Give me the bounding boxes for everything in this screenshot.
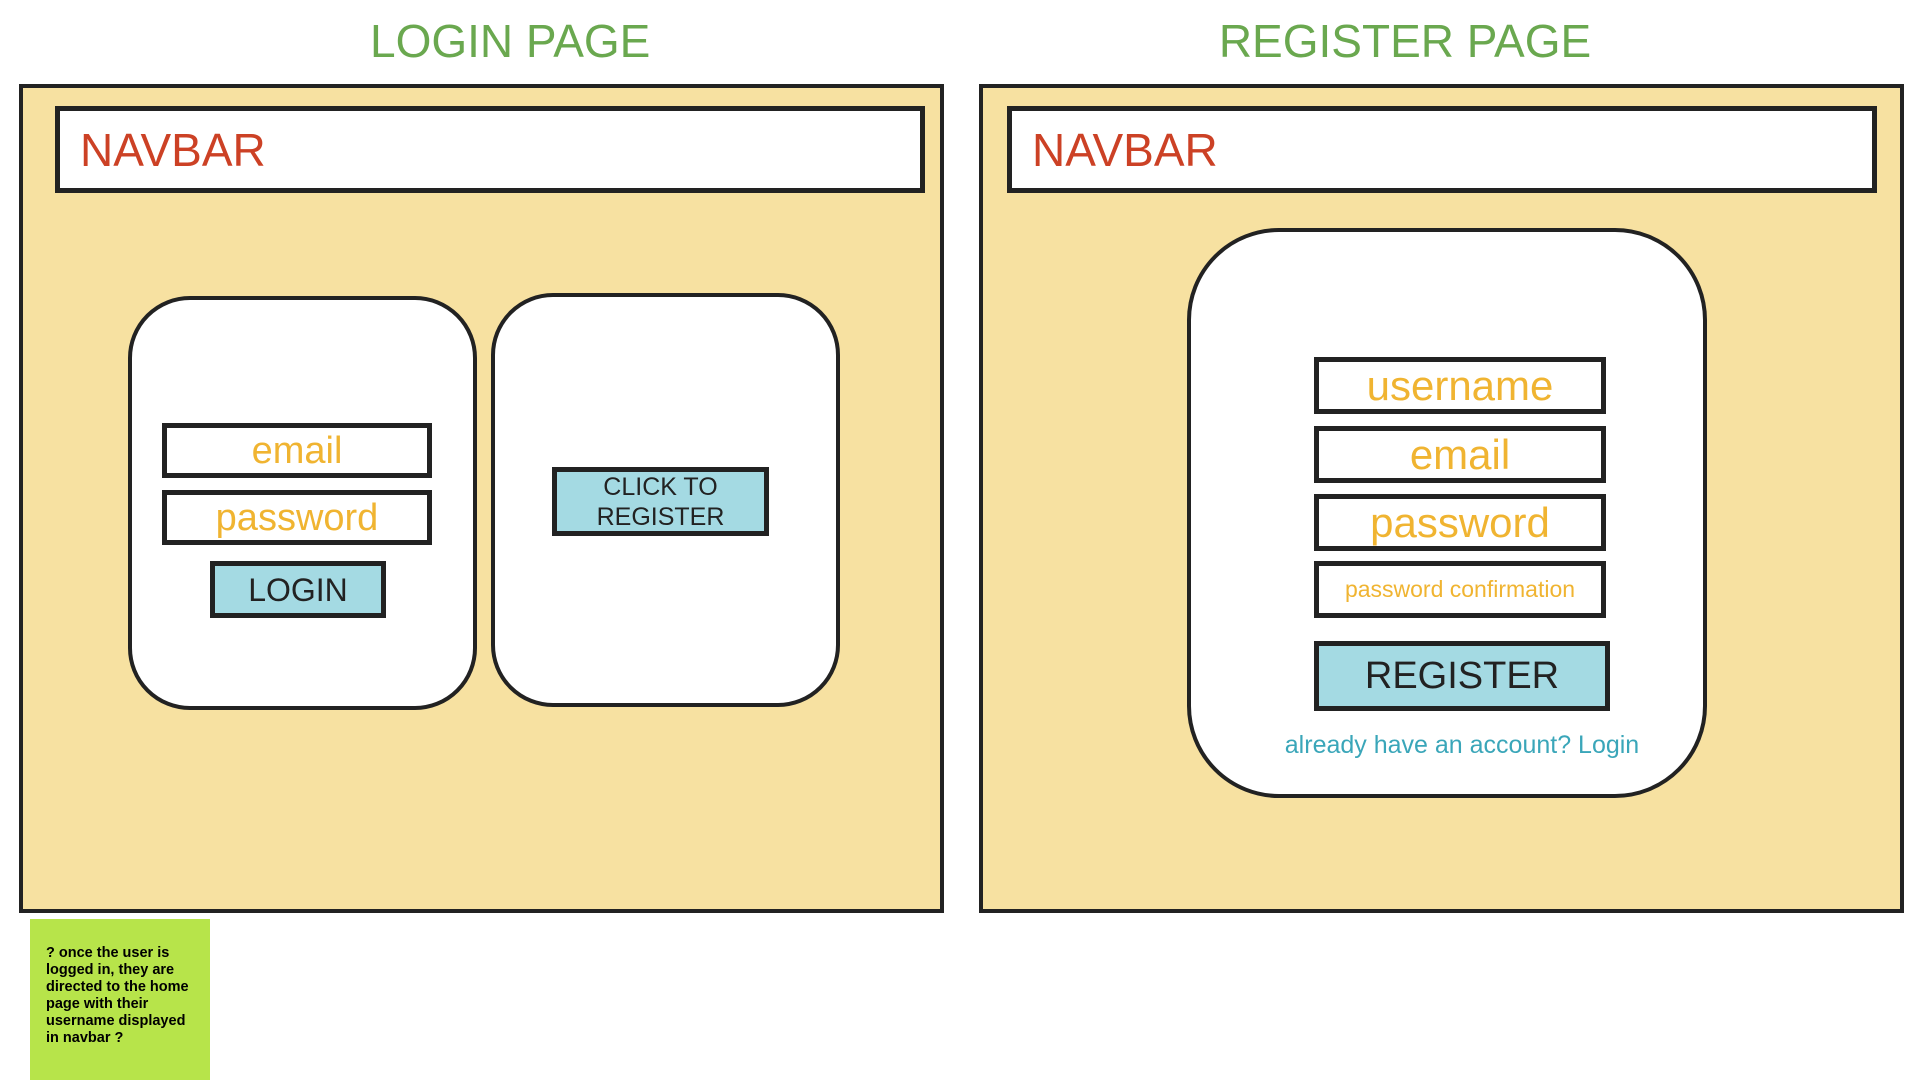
register-page-title: REGISTER PAGE	[1218, 15, 1592, 67]
register-navbar-label: NAVBAR	[1032, 123, 1218, 176]
click-to-register-line2: REGISTER	[596, 502, 725, 531]
login-navbar: NAVBAR	[55, 106, 925, 193]
login-page-title: LOGIN PAGE	[370, 15, 651, 67]
login-password-field[interactable]: password	[162, 490, 432, 545]
login-navbar-label: NAVBAR	[80, 123, 266, 176]
register-email-field[interactable]: email	[1314, 426, 1606, 483]
click-to-register-button[interactable]: CLICK TO REGISTER	[552, 467, 769, 536]
register-username-field[interactable]: username	[1314, 357, 1606, 414]
login-button[interactable]: LOGIN	[210, 561, 386, 618]
login-email-field[interactable]: email	[162, 423, 432, 478]
register-navbar: NAVBAR	[1007, 106, 1877, 193]
sticky-note: ? once the user is logged in, they are d…	[30, 919, 210, 1080]
sticky-note-text: ? once the user is logged in, they are d…	[46, 945, 189, 1046]
register-password-confirmation-field[interactable]: password confirmation	[1314, 561, 1606, 618]
register-button[interactable]: REGISTER	[1314, 641, 1610, 711]
click-to-register-line1: CLICK TO	[603, 472, 718, 501]
already-have-account-login-link[interactable]: already have an account? Login	[1284, 731, 1640, 759]
register-password-field[interactable]: password	[1314, 494, 1606, 551]
